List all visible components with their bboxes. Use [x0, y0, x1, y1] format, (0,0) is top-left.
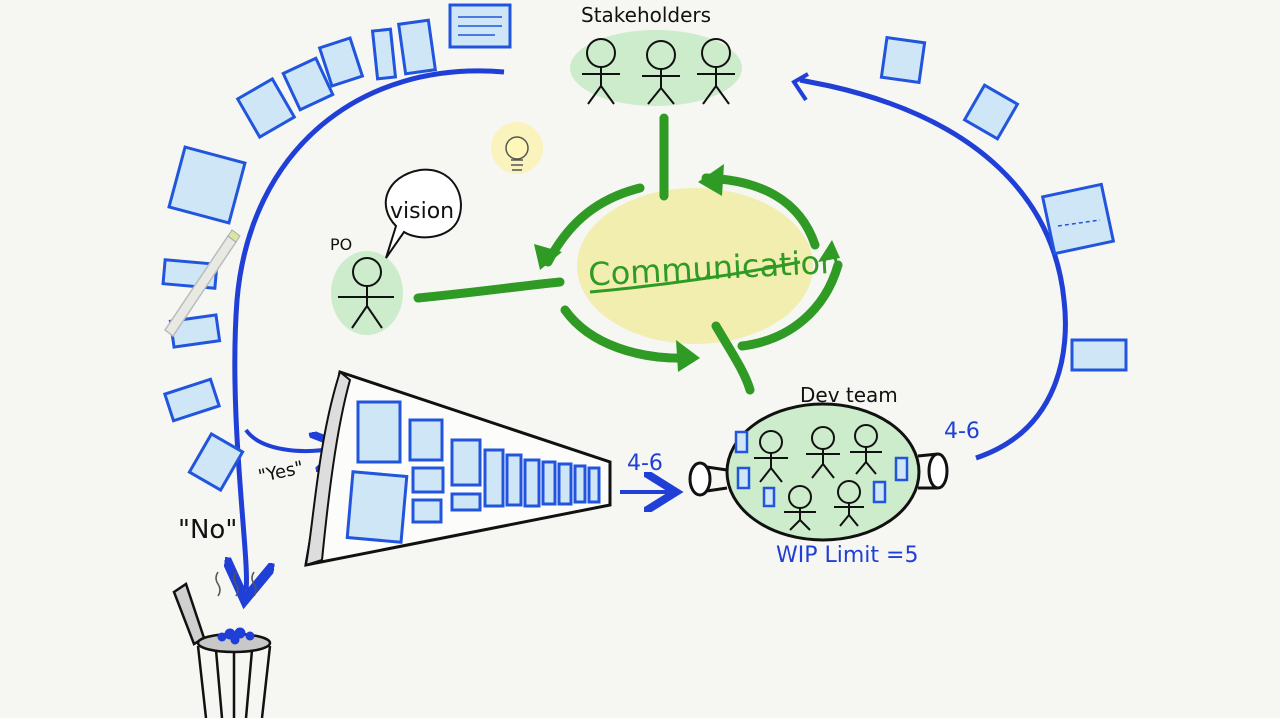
stakeholders-label: Stakeholders	[581, 3, 711, 27]
po-label: PO	[330, 235, 352, 254]
communication-cycle-arrows	[413, 113, 843, 395]
idea-card	[167, 145, 247, 225]
card-divider	[1057, 219, 1101, 227]
funnel-mouth	[304, 370, 352, 567]
pencil-icon	[163, 229, 241, 338]
stakeholders-group: Stakeholders	[570, 3, 742, 106]
yes-label: "Yes"	[256, 457, 305, 487]
idea-card	[187, 431, 245, 493]
idea-card	[370, 27, 398, 81]
po-group: PO vision	[330, 168, 462, 335]
delivered-card	[962, 83, 1020, 141]
delivered-cards	[879, 35, 1128, 372]
throughput-in-label: 4-6	[627, 451, 663, 476]
delivered-card	[1040, 182, 1116, 256]
stick-figure-icon	[582, 38, 735, 105]
communication-underline	[589, 260, 801, 294]
delivery-arrowhead	[791, 72, 809, 102]
wip-limit-label: WIP Limit =5	[776, 543, 918, 568]
dev-team-work-items	[734, 430, 909, 508]
stick-figure-icon	[338, 257, 394, 329]
dev-team-pipe	[725, 402, 921, 542]
trash-can-icon	[172, 571, 272, 718]
delivery-flow-arc	[799, 77, 1068, 461]
dev-team-group: Dev team WIP Limit =5	[688, 383, 949, 568]
idea-card	[235, 76, 297, 140]
backlog-funnel	[304, 370, 612, 567]
lightbulb-icon	[491, 122, 543, 174]
delivered-card	[879, 35, 927, 85]
idea-card	[162, 377, 222, 423]
idea-card	[396, 18, 438, 76]
communication-halo	[577, 188, 813, 344]
communication-arrowheads	[534, 164, 840, 372]
intake-flow-arc	[235, 68, 505, 590]
idea-card	[317, 36, 365, 88]
funnel-backlog-items	[345, 400, 601, 544]
vision-speech-bubble	[384, 168, 462, 259]
dev-team-label: Dev team	[800, 383, 898, 407]
delivered-card	[1070, 338, 1128, 372]
vision-label: vision	[390, 199, 454, 224]
no-label: "No"	[178, 515, 237, 545]
communication-hub: Communication	[413, 113, 843, 395]
throughput-out-label: 4-6	[944, 419, 980, 444]
stick-figure-icon	[754, 424, 882, 531]
card-text-lines	[458, 16, 502, 36]
idea-card	[281, 56, 335, 112]
